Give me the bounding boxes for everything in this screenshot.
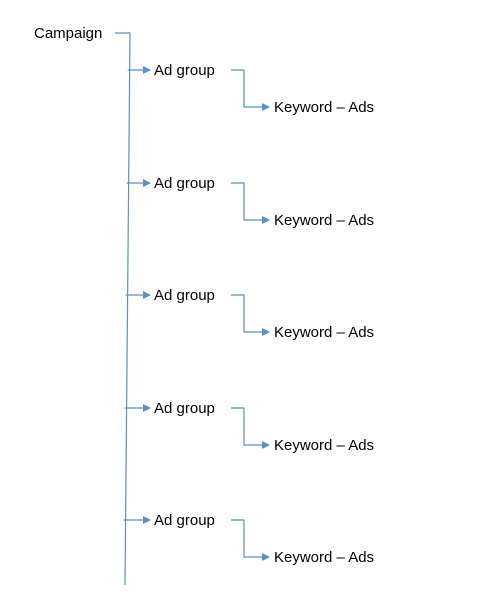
keyword-ads-label: Keyword – Ads bbox=[274, 324, 374, 341]
keyword-connector-arrow bbox=[231, 69, 270, 111]
keyword-connector-arrow bbox=[231, 182, 270, 224]
keyword-ads-label: Keyword – Ads bbox=[274, 437, 374, 454]
keyword-ads-label: Keyword – Ads bbox=[274, 212, 374, 229]
ad-group-label: Ad group bbox=[154, 287, 215, 304]
keyword-connector-arrow bbox=[231, 294, 270, 336]
ad-group-label: Ad group bbox=[154, 175, 215, 192]
keyword-ads-label: Keyword – Ads bbox=[274, 99, 374, 116]
ad-group-label: Ad group bbox=[154, 62, 215, 79]
ad-group-label: Ad group bbox=[154, 400, 215, 417]
campaign-connector-line bbox=[115, 32, 131, 586]
keyword-ads-label: Keyword – Ads bbox=[274, 549, 374, 566]
campaign-label: Campaign bbox=[34, 25, 102, 42]
ad-group-label: Ad group bbox=[154, 512, 215, 529]
keyword-connector-arrow bbox=[231, 407, 270, 449]
keyword-connector-arrow bbox=[231, 519, 270, 561]
